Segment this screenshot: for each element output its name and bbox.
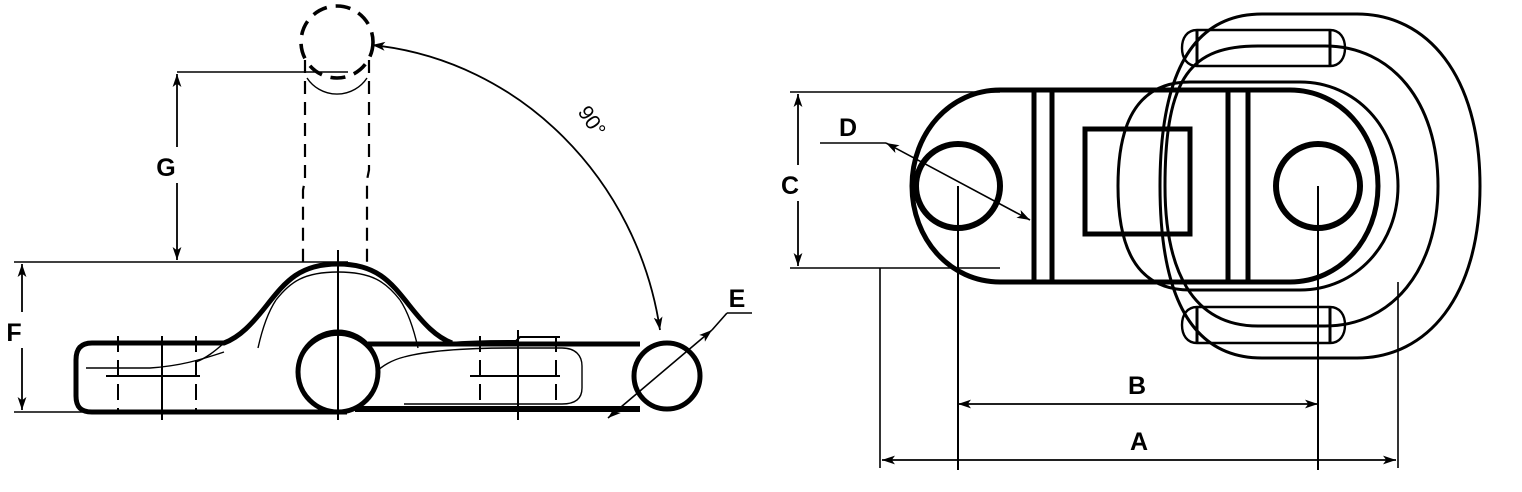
right-arm-inner-fillet — [375, 356, 405, 373]
plan-view: C D B A — [776, 12, 1482, 470]
dimension-E-label: E — [729, 285, 746, 313]
hump-inner-left-flank — [257, 299, 277, 349]
rotated-outline-outer — [1158, 12, 1482, 360]
dimension-E-diameter-line — [607, 329, 713, 419]
dimension-F-label-backing — [2, 312, 28, 348]
rotated-body-slots — [1180, 28, 1347, 345]
rotated-position-outlines — [1116, 12, 1482, 360]
dimension-C-label-backing — [776, 165, 804, 201]
dimension-F: F — [2, 264, 86, 413]
right-arm-inner-cylinder — [403, 347, 583, 405]
dimension-E: E — [607, 285, 752, 419]
left-arm-fillet-line — [195, 342, 225, 363]
dimension-C-label: C — [781, 172, 799, 200]
dimension-B: B — [958, 366, 1318, 409]
dimension-A-label-backing — [1124, 422, 1154, 456]
dimension-A: A — [879, 268, 1399, 468]
dimension-B-label: B — [1128, 372, 1146, 400]
dimension-A-label: A — [1130, 428, 1148, 456]
rotation-arc-90deg — [371, 41, 663, 331]
plan-view-center-lines — [957, 186, 1319, 470]
dimension-G: G — [14, 71, 348, 263]
rotated-outline-middle — [1163, 44, 1440, 328]
side-view-center-lines — [106, 250, 560, 420]
side-elevation-view: 90° G F E — [2, 4, 752, 420]
dimension-G-label: G — [156, 154, 175, 182]
phantom-eye-inner-arc — [306, 77, 368, 95]
plan-section-lines — [1031, 90, 1251, 282]
dimension-E-leader-elbow — [711, 312, 728, 331]
center-square-recess — [1082, 126, 1193, 237]
rotated-outline-inner — [1116, 80, 1400, 292]
left-arm-outer-profile — [73, 261, 347, 415]
dimension-D-label: D — [839, 114, 857, 142]
dimension-B-label-backing — [1122, 366, 1152, 400]
dimension-F-label: F — [6, 319, 21, 347]
dimension-C: C — [776, 91, 1000, 269]
dimension-D: D — [820, 114, 1031, 221]
right-arm-step-line — [451, 336, 560, 344]
left-arm-inner-line — [86, 351, 225, 369]
phantom-shank-right-edge — [365, 60, 371, 270]
dimension-D-diameter-line — [885, 142, 1031, 221]
phantom-shank-left-edge — [301, 60, 307, 270]
dimension-G-label-backing — [152, 147, 180, 183]
